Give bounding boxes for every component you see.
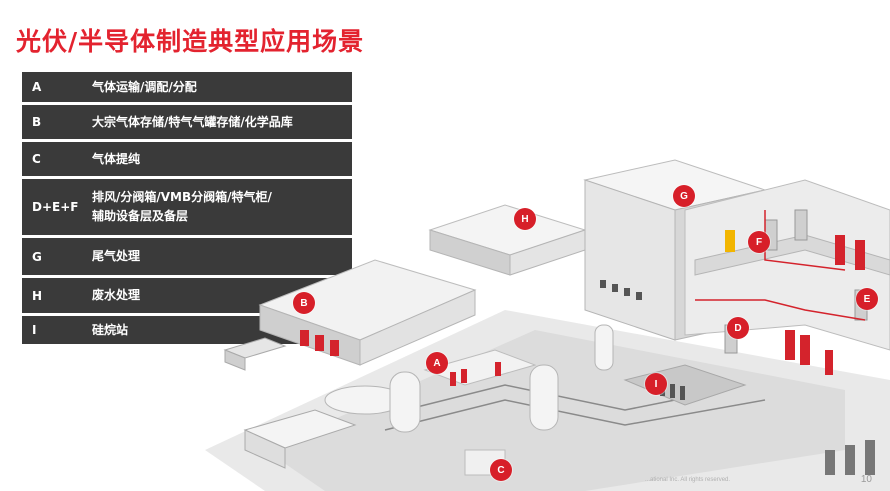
table-row: C 气体提纯 — [22, 142, 352, 176]
factory-illustration — [205, 159, 890, 491]
table-row: G 尾气处理 — [22, 238, 352, 275]
row-code: G — [32, 249, 42, 264]
row-desc: 废水处理 — [92, 288, 141, 302]
marker-e: E — [856, 288, 878, 310]
marker-f: F — [748, 231, 770, 253]
copyright-footer: ...ational Inc. All rights reserved. — [645, 477, 731, 483]
page-title: 光伏/半导体制造典型应用场景 — [16, 27, 365, 56]
table-row: D+E+F 排风/分阀箱/VMB分阀箱/特气柜/ 辅助设备层及备层 — [22, 179, 352, 235]
marker-g: G — [673, 185, 695, 207]
table-row: A 气体运输/调配/分配 — [22, 72, 352, 102]
marker-d: D — [727, 317, 749, 339]
row-code: I — [32, 323, 37, 337]
marker-h: H — [514, 208, 536, 230]
row-desc: 气体运输/调配/分配 — [92, 79, 197, 94]
page-number: 10 — [860, 474, 872, 485]
row-desc: 尾气处理 — [92, 249, 141, 263]
row-code: A — [32, 80, 42, 94]
row-desc-line: 辅助设备层及备层 — [92, 209, 189, 223]
row-code: C — [32, 152, 41, 166]
row-desc: 气体提纯 — [92, 151, 141, 166]
row-desc: 大宗气体存储/特气气罐存储/化学品库 — [92, 114, 293, 129]
row-code: D+E+F — [32, 200, 79, 214]
marker-a: A — [426, 352, 448, 374]
row-desc: 硅烷站 — [92, 322, 129, 337]
marker-c: C — [490, 459, 512, 481]
marker-i: I — [645, 373, 667, 395]
row-code: B — [32, 115, 42, 129]
row-desc-line: 排风/分阀箱/VMB分阀箱/特气柜/ — [92, 190, 272, 204]
row-code: H — [32, 288, 43, 303]
row-desc: 排风/分阀箱/VMB分阀箱/特气柜/ 辅助设备层及备层 — [92, 188, 352, 226]
marker-b: B — [293, 292, 315, 314]
table-row: B 大宗气体存储/特气气罐存储/化学品库 — [22, 105, 352, 139]
